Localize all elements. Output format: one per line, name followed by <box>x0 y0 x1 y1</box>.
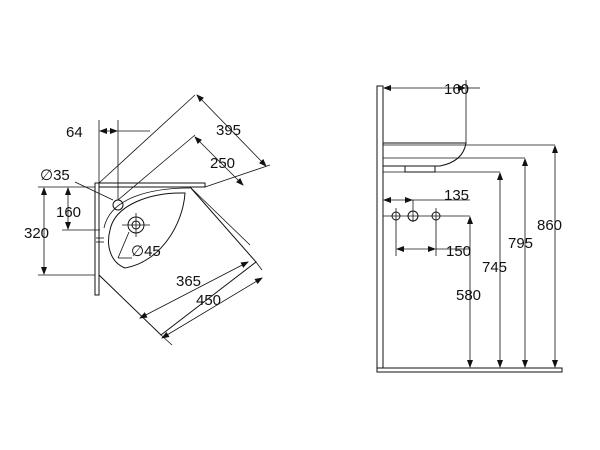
dim-side-745: 745 <box>482 259 507 276</box>
dim-side-135: 135 <box>444 187 469 204</box>
basin-bowl <box>108 192 186 269</box>
dim-side-795: 795 <box>508 235 533 252</box>
dim-450: 450 <box>196 292 221 309</box>
top-view: 64 395 250 ∅35 320 160 ∅45 365 450 <box>24 94 271 346</box>
side-basin-profile <box>382 142 467 167</box>
top-view-wall-top <box>94 182 206 188</box>
dim-side-860: 860 <box>537 217 562 234</box>
side-view-wall <box>376 85 384 372</box>
dim-dia-45: ∅45 <box>131 243 161 260</box>
dim-365: 365 <box>176 273 201 290</box>
basin-outline <box>98 186 257 336</box>
dim-side-580: 580 <box>456 287 481 304</box>
dim-320: 320 <box>24 225 49 242</box>
dim-64: 64 <box>66 124 83 141</box>
dim-dia-35: ∅35 <box>40 167 70 184</box>
dim-250: 250 <box>210 155 235 172</box>
dim-160: 160 <box>56 204 81 221</box>
dim-side-150: 150 <box>446 243 471 260</box>
side-view-floor <box>376 367 563 373</box>
top-view-wall-left <box>94 182 100 296</box>
dim-395: 395 <box>216 122 241 139</box>
side-view: 160 135 150 580 745 795 860 <box>376 80 563 373</box>
tap-hole <box>112 199 124 211</box>
dim-side-160: 160 <box>444 81 469 98</box>
basin-rim <box>103 187 191 229</box>
